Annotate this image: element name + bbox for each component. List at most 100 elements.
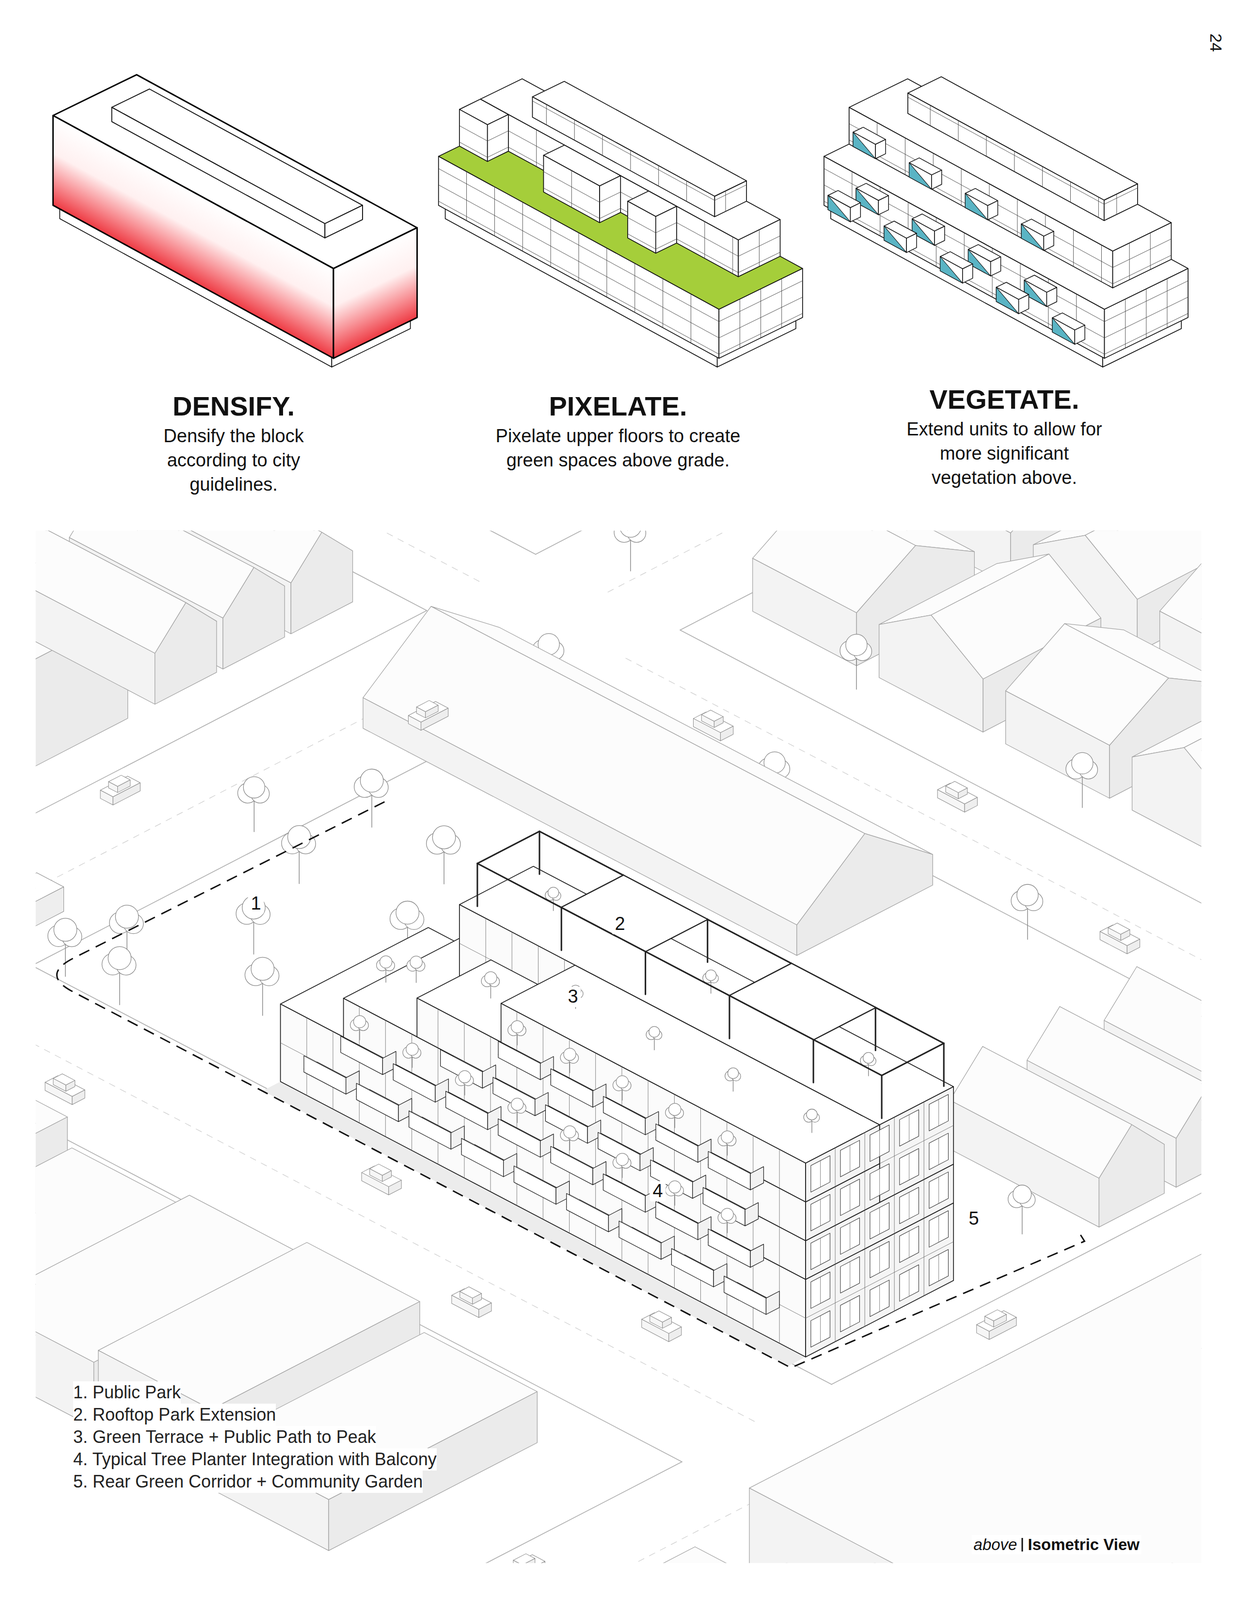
tree-symbol xyxy=(560,1125,579,1150)
window xyxy=(870,1240,890,1278)
pergola-slab xyxy=(561,874,708,951)
grid-line xyxy=(700,1107,701,1147)
caption-word: above xyxy=(973,1535,1018,1553)
tree-symbol xyxy=(717,1130,736,1155)
house-gable xyxy=(879,615,983,732)
window xyxy=(870,1279,890,1316)
concept-diagrams xyxy=(52,74,1189,367)
window xyxy=(840,1217,860,1254)
window-mullion xyxy=(908,1114,910,1141)
end-face xyxy=(1126,938,1140,954)
grid-line xyxy=(904,138,906,175)
pergola-column xyxy=(881,1075,883,1118)
facade-face xyxy=(909,162,932,190)
grid-line xyxy=(655,222,677,233)
end-face xyxy=(1104,183,1138,221)
tree-symbol xyxy=(237,776,270,832)
end-face xyxy=(35,886,64,958)
tree-canopy xyxy=(410,955,423,968)
end-face xyxy=(958,787,968,799)
balcony-side xyxy=(750,1166,764,1190)
tree-canopy xyxy=(845,633,868,656)
grid-line xyxy=(1112,238,1172,268)
grid-line xyxy=(578,232,579,282)
end-face xyxy=(720,726,733,741)
step-heading: DENSIFY. xyxy=(88,390,380,422)
tree-canopy xyxy=(547,887,559,898)
grid-line xyxy=(779,1226,780,1266)
facade-face xyxy=(884,225,907,253)
window-mullion xyxy=(820,1160,821,1188)
grid-line xyxy=(686,180,687,202)
caption-title: Isometric View xyxy=(1027,1535,1140,1553)
roof-plane xyxy=(1005,623,1169,745)
tree-symbol xyxy=(507,1097,526,1123)
roof-plane xyxy=(35,530,187,654)
facade-face xyxy=(976,1324,990,1340)
end-face xyxy=(472,1293,482,1304)
tree-symbol xyxy=(1065,752,1098,808)
window-mullion xyxy=(938,1137,939,1165)
grid-line xyxy=(1042,166,1043,187)
window-mullion xyxy=(938,1215,939,1242)
grid-line xyxy=(907,96,1105,205)
grid-line xyxy=(522,202,523,252)
window-mullion xyxy=(908,1191,910,1219)
grid-line xyxy=(725,190,726,212)
roof-face xyxy=(749,1229,1202,1563)
tree-symbol xyxy=(101,946,136,1005)
grid-line xyxy=(894,1194,895,1234)
tree-canopy xyxy=(243,776,265,798)
tree-symbol xyxy=(350,1015,369,1040)
window xyxy=(810,1155,831,1192)
window-mullion xyxy=(849,1222,851,1250)
grid-line xyxy=(630,150,631,171)
window-mullion xyxy=(879,1207,880,1235)
glazing-wedge xyxy=(909,162,932,190)
grid-line xyxy=(1104,280,1189,322)
grid-line xyxy=(595,1052,596,1092)
pergola-column xyxy=(943,1043,945,1086)
balcony-railing xyxy=(708,1151,751,1190)
tree-canopy xyxy=(53,918,78,942)
grid-line xyxy=(463,1022,465,1062)
facade-face xyxy=(1052,317,1075,345)
window xyxy=(929,1210,949,1247)
tree-symbol xyxy=(244,956,279,1015)
grid-line xyxy=(714,184,747,201)
tree-canopy xyxy=(727,1067,739,1078)
pergola-column xyxy=(812,1039,815,1082)
roof-plane xyxy=(950,1045,1132,1178)
grid-line xyxy=(923,1179,925,1219)
tree-canopy xyxy=(721,1207,734,1221)
grid-line xyxy=(779,1149,780,1189)
pergola-column xyxy=(644,950,647,994)
window-mullion xyxy=(938,1253,939,1281)
step-heading: VEGETATE. xyxy=(858,383,1150,415)
grid-line xyxy=(543,188,600,219)
window-mullion xyxy=(908,1153,910,1180)
grid-line xyxy=(543,171,600,203)
grid-line xyxy=(1016,199,1018,237)
end-face xyxy=(987,200,999,221)
window-mullion xyxy=(938,1099,939,1126)
window xyxy=(899,1109,920,1146)
tree-canopy xyxy=(619,530,642,538)
grid-line xyxy=(437,1047,439,1087)
grid-line xyxy=(634,263,635,313)
facade-face xyxy=(53,1077,66,1091)
window xyxy=(810,1193,831,1231)
grid-line xyxy=(542,1025,544,1064)
grid-line xyxy=(1104,313,1189,354)
isometric-view xyxy=(35,530,1202,1563)
end-face xyxy=(662,1316,672,1328)
balcony-railing xyxy=(655,1123,698,1162)
grid-line xyxy=(662,278,664,328)
roof-face xyxy=(532,81,747,197)
grid-line xyxy=(437,1008,439,1048)
grid-line xyxy=(1104,297,1189,338)
callout-number: 3 xyxy=(564,986,581,1007)
tree-canopy xyxy=(705,969,717,981)
facade-face xyxy=(416,706,426,718)
end-face xyxy=(718,268,803,359)
